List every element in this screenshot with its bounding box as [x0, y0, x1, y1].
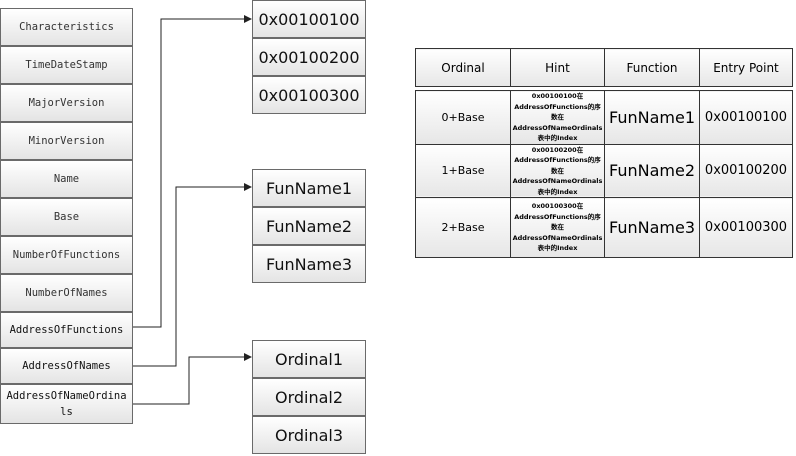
- row-entry-point: 0x00100300: [699, 197, 793, 258]
- row-ordinal: 1+Base: [415, 143, 511, 198]
- function-address-3: 0x00100300: [252, 76, 366, 114]
- row-function: FunName2: [604, 143, 700, 198]
- row-entry-point: 0x00100200: [699, 143, 793, 198]
- ordinal-3: Ordinal3: [252, 416, 366, 454]
- function-address-1: 0x00100100: [252, 0, 366, 38]
- function-name-1: FunName1: [252, 169, 366, 207]
- field-time-date-stamp: TimeDateStamp: [0, 46, 133, 84]
- export-table-header: Ordinal Hint Function Entry Point: [415, 48, 793, 87]
- function-address-2: 0x00100200: [252, 38, 366, 76]
- header-hint: Hint: [510, 48, 605, 87]
- ordinal-1: Ordinal1: [252, 340, 366, 378]
- field-number-of-functions: NumberOfFunctions: [0, 236, 133, 274]
- function-name-2: FunName2: [252, 207, 366, 245]
- arrow-address-of-functions: [133, 15, 252, 328]
- field-address-of-names: AddressOfNames: [0, 348, 133, 384]
- field-major-version: MajorVersion: [0, 84, 133, 122]
- function-name-3: FunName3: [252, 245, 366, 283]
- row-function: FunName3: [604, 197, 700, 258]
- field-characteristics: Characteristics: [0, 8, 133, 46]
- ordinal-2: Ordinal2: [252, 378, 366, 416]
- row-ordinal: 0+Base: [415, 90, 511, 145]
- row-function: FunName1: [604, 90, 700, 145]
- export-table: Ordinal Hint Function Entry Point 0+Base…: [415, 48, 793, 258]
- header-function: Function: [604, 48, 700, 87]
- field-minor-version: MinorVersion: [0, 122, 133, 160]
- header-entry-point: Entry Point: [699, 48, 793, 87]
- row-entry-point: 0x00100100: [699, 90, 793, 145]
- field-base: Base: [0, 198, 133, 236]
- row-ordinal: 2+Base: [415, 197, 511, 258]
- header-ordinal: Ordinal: [415, 48, 511, 87]
- field-address-of-functions: AddressOfFunctions: [0, 312, 133, 348]
- field-name: Name: [0, 160, 133, 198]
- field-address-of-name-ordinals: AddressOfNameOrdinals: [0, 384, 133, 424]
- arrow-address-of-names: [133, 183, 252, 367]
- field-number-of-names: NumberOfNames: [0, 274, 133, 312]
- arrow-address-of-name-ordinals: [133, 353, 252, 405]
